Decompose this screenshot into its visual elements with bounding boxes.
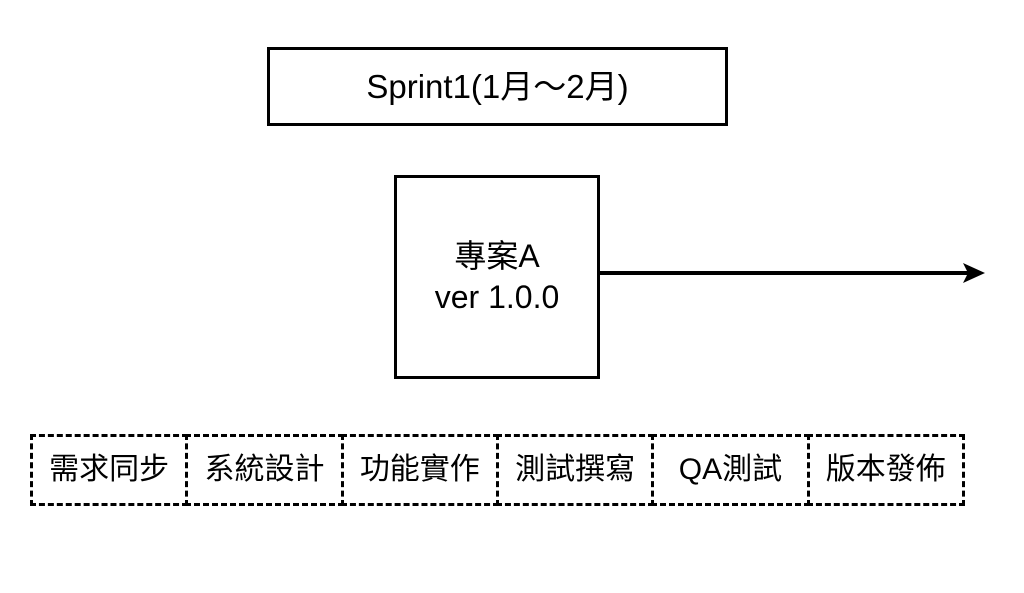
sprint-box: Sprint1(1月～2月) <box>267 47 728 126</box>
phase-row: 需求同步 系統設計 功能實作 測試撰寫 QA測試 版本發佈 <box>30 434 965 506</box>
phase-cell[interactable]: 功能實作 <box>340 434 499 506</box>
phase-label: 系統設計 <box>204 453 325 486</box>
phase-cell[interactable]: 測試撰寫 <box>495 434 655 506</box>
project-name-label: 專案A <box>454 238 540 275</box>
phase-label: 需求同步 <box>49 453 170 486</box>
sprint-label: Sprint1(1月～2月) <box>366 68 629 105</box>
phase-label: 版本發佈 <box>825 453 946 486</box>
phase-cell[interactable]: 系統設計 <box>185 434 344 506</box>
arrow-head <box>963 263 985 283</box>
project-version-label: ver 1.0.0 <box>434 279 560 315</box>
right-arrow-icon <box>598 263 985 283</box>
phase-cell[interactable]: 需求同步 <box>30 434 189 506</box>
phase-cell[interactable]: 版本發佈 <box>806 434 965 506</box>
phase-label: 功能實作 <box>359 453 480 486</box>
phase-label: QA測試 <box>678 453 783 486</box>
phase-label: 測試撰寫 <box>515 453 636 486</box>
phase-cell[interactable]: QA測試 <box>651 434 810 506</box>
project-box: 專案A ver 1.0.0 <box>394 175 600 379</box>
